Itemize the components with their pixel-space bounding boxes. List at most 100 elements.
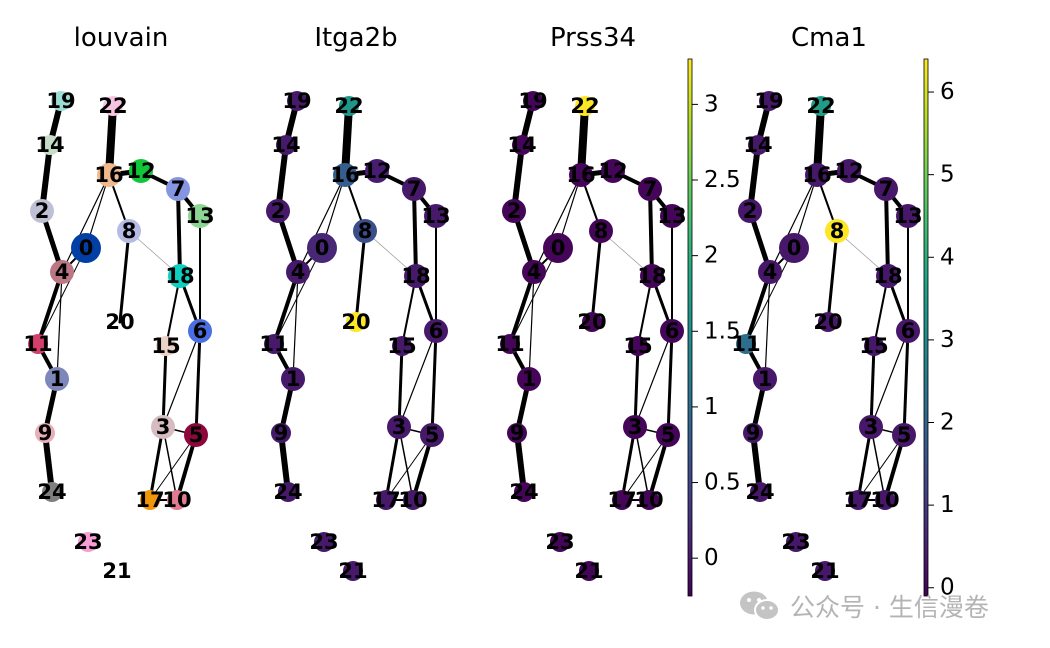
node-22	[575, 96, 595, 116]
node-5	[656, 423, 680, 447]
node-13	[660, 204, 684, 228]
wechat-icon	[740, 591, 780, 621]
node-0	[71, 233, 101, 263]
node-label-1: 1	[50, 367, 65, 391]
edges	[508, 98, 674, 502]
node-9	[271, 423, 291, 443]
node-label-22: 22	[570, 94, 599, 118]
colorbar-tick-label: 2.5	[704, 167, 741, 193]
node-label-20: 20	[341, 310, 370, 334]
edge-7-18	[648, 187, 654, 278]
node-16	[97, 163, 121, 187]
node-label-4: 4	[763, 260, 778, 284]
colorbar-tick-label: 5	[940, 162, 955, 188]
edges	[272, 98, 438, 502]
node-label-22: 22	[806, 94, 835, 118]
node-15	[628, 336, 648, 356]
edge-4-11	[36, 270, 64, 346]
panel-title: Cma1	[791, 23, 867, 53]
node-10	[875, 490, 895, 510]
panel-itga2b: Itga2b0123456789101112131415161718192021…	[259, 23, 741, 597]
node-label-21: 21	[338, 559, 367, 583]
edge-6-5	[194, 329, 202, 437]
edge-8-20	[354, 229, 367, 324]
edge-4-11	[272, 270, 300, 346]
edge-5-17	[149, 434, 197, 501]
node-label-1: 1	[286, 367, 301, 391]
node-4	[50, 260, 74, 284]
node-label-23: 23	[73, 530, 102, 554]
node-19	[51, 91, 71, 111]
node-14	[276, 135, 296, 155]
node-16	[805, 163, 829, 187]
edge-6-5	[430, 329, 438, 437]
edge-15-3	[633, 344, 640, 429]
node-10	[403, 490, 423, 510]
edge-0-11	[745, 247, 795, 345]
colorbar-tick-label: 2	[704, 243, 719, 269]
edge-0-11	[509, 247, 559, 345]
edge-6-3	[398, 330, 437, 428]
node-6	[660, 319, 684, 343]
edge-7-18	[176, 187, 182, 278]
node-9	[507, 423, 527, 443]
node-label-10: 10	[870, 488, 899, 512]
node-14	[40, 135, 60, 155]
node-12	[601, 159, 625, 183]
node-label-16: 16	[802, 163, 831, 187]
node-label-19: 19	[282, 89, 311, 113]
node-label-20: 20	[577, 310, 606, 334]
node-label-11: 11	[259, 332, 288, 356]
node-22	[103, 96, 123, 116]
node-label-4: 4	[527, 260, 542, 284]
node-13	[188, 204, 212, 228]
edges	[36, 98, 202, 502]
watermark: 公众号 · 生信漫卷	[738, 588, 989, 624]
edge-7-18	[412, 187, 418, 278]
node-21	[343, 561, 363, 581]
node-label-1: 1	[522, 367, 537, 391]
node-label-11: 11	[23, 332, 52, 356]
colorbar-tick-label: 0.5	[704, 470, 741, 496]
node-12	[365, 159, 389, 183]
node-label-2: 2	[743, 199, 758, 223]
node-label-18: 18	[873, 264, 902, 288]
edge-16-4	[769, 174, 818, 273]
edge-8-20	[590, 229, 603, 324]
node-2	[266, 199, 290, 223]
node-label-9: 9	[38, 421, 53, 445]
node-label-6: 6	[193, 319, 208, 343]
edge-3-17	[148, 425, 165, 502]
node-14	[748, 135, 768, 155]
colorbar-tick-label: 1	[940, 492, 955, 518]
node-label-9: 9	[746, 421, 761, 445]
node-19	[287, 91, 307, 111]
node-label-5: 5	[661, 423, 676, 447]
edge-8-20	[826, 229, 839, 324]
edge-4-1	[764, 271, 771, 380]
node-label-13: 13	[185, 204, 214, 228]
node-8	[353, 219, 377, 243]
colorbar-tick-label: 4	[940, 244, 955, 270]
node-label-8: 8	[358, 219, 373, 243]
node-label-18: 18	[165, 264, 194, 288]
colorbar-tick-label: 2	[940, 410, 955, 436]
node-3	[387, 415, 411, 439]
colorbar-tick-label: 3	[940, 327, 955, 353]
node-20	[582, 312, 602, 332]
node-1	[517, 367, 541, 391]
edge-16-4	[533, 174, 582, 273]
node-label-12: 12	[126, 159, 155, 183]
node-16	[569, 163, 593, 187]
node-label-0: 0	[79, 236, 94, 260]
node-17	[612, 490, 632, 510]
node-12	[129, 159, 153, 183]
node-label-7: 7	[879, 177, 894, 201]
node-label-17: 17	[843, 488, 872, 512]
colorbar-tick-label: 0	[940, 575, 955, 601]
node-label-7: 7	[171, 177, 186, 201]
node-21	[815, 561, 835, 581]
node-11	[264, 334, 284, 354]
